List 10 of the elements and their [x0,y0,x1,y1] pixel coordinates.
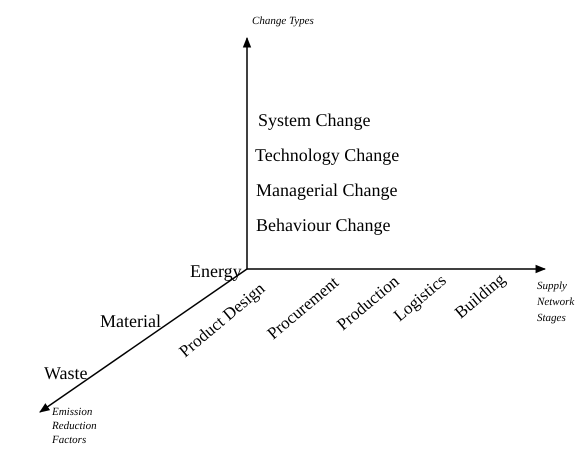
change-type-label: Behaviour Change [256,214,390,237]
axis-title: Supply Network Stages [537,279,576,326]
axis-title: Change Types [252,14,314,29]
factor-label: Waste [44,362,88,385]
change-type-label: Technology Change [255,144,400,167]
axis-title: Emission Reduction Factors [52,405,98,447]
change-type-label: Managerial Change [256,179,398,202]
factor-label: Material [100,310,161,333]
change-type-label: System Change [258,109,370,132]
factor-label: Energy [190,260,242,283]
